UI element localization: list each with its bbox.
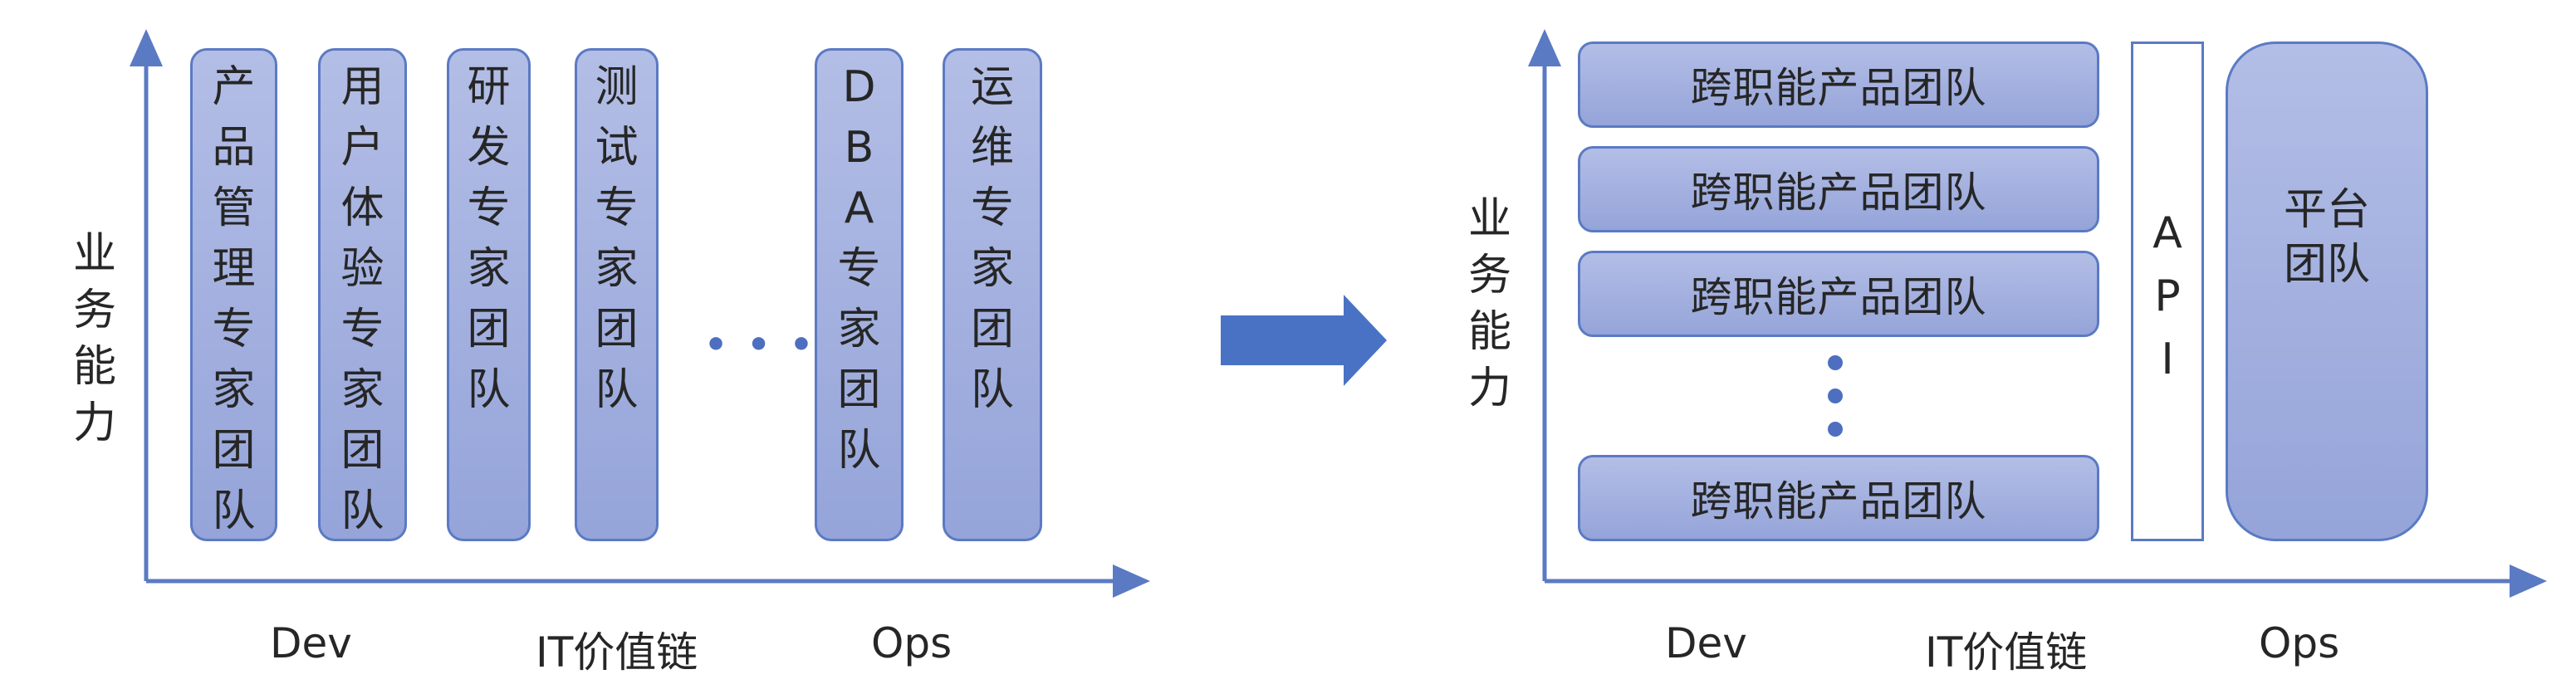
cross-functional-team-box: 跨职能产品团队 (1578, 251, 2099, 337)
team-box-ops: 运维专家团队 (943, 48, 1042, 541)
team-label-char: 维 (970, 123, 1014, 173)
team-label-char: D (842, 62, 876, 112)
team-label-char: 家 (837, 305, 881, 354)
team-label-char: A (844, 183, 874, 233)
team-label-char: 专 (340, 305, 384, 354)
left-y-axis-label-char-2: 能 (73, 342, 117, 392)
team-label-char: 团 (970, 305, 1014, 354)
team-label-char: 品 (212, 123, 256, 173)
left-y-axis-label-char-0: 业 (73, 229, 117, 279)
team-label-char: 户 (340, 123, 384, 173)
team-label-char: 团 (595, 305, 639, 354)
platform-team-line-1: 平台 (2283, 185, 2370, 235)
team-label: 测试专家团队 (595, 57, 638, 421)
team-label: 用户体验专家团队 (340, 57, 384, 542)
team-label-char: 队 (340, 486, 384, 536)
left-y-axis-label-char-3: 力 (73, 398, 117, 448)
cross-functional-team-box: 跨职能产品团队 (1578, 146, 2099, 232)
team-label-char: 理 (212, 244, 256, 294)
cross-functional-team-box: 跨职能产品团队 (1578, 455, 2099, 541)
left-ellipsis: • • • (704, 324, 817, 366)
left-y-axis-label: 业 务 能 力 (73, 226, 116, 452)
team-label-char: 专 (837, 244, 881, 294)
right-x-label-center: IT价值链 (1925, 628, 2088, 677)
team-label-char: 发 (467, 123, 511, 173)
right-y-axis-label-char-0: 业 (1468, 194, 1512, 244)
team-label-char: 队 (212, 486, 256, 536)
right-x-label-dev: Dev (1665, 619, 1747, 667)
team-label: 产品管理专家团队 (212, 57, 255, 542)
team-label: 运维专家团队 (971, 57, 1014, 421)
vertical-ellipsis-dot (1828, 355, 1843, 370)
api-layer-box: A P I (2131, 42, 2204, 541)
team-box-product-mgmt: 产品管理专家团队 (190, 48, 277, 541)
team-label-char: 队 (467, 365, 511, 415)
team-label-char: 运 (970, 62, 1014, 112)
right-y-axis-label-char-1: 务 (1468, 251, 1512, 301)
team-label-char: 队 (837, 426, 881, 476)
left-y-axis-label-char-1: 务 (73, 286, 117, 335)
team-box-qa: 测试专家团队 (575, 48, 659, 541)
team-box-ux: 用户体验专家团队 (318, 48, 407, 541)
api-label-char-0: A (2152, 208, 2182, 258)
vertical-ellipsis-dot (1828, 422, 1843, 437)
team-label-char: 家 (595, 244, 639, 294)
team-label: 研发专家团队 (467, 57, 510, 421)
team-label-char: 产 (212, 62, 256, 112)
team-label-char: 家 (970, 244, 1014, 294)
api-label-char-2: I (2161, 335, 2174, 384)
team-label-char: 用 (340, 62, 384, 112)
right-x-label-ops: Ops (2259, 619, 2340, 667)
platform-team-line-2: 团队 (2283, 240, 2370, 290)
api-label-char-1: P (2154, 271, 2181, 321)
cross-functional-team-box: 跨职能产品团队 (1578, 42, 2099, 128)
team-label-char: 研 (467, 62, 511, 112)
team-label-char: 队 (970, 365, 1014, 415)
right-y-axis-label: 业 务 能 力 (1468, 191, 1511, 417)
team-label-char: 专 (212, 305, 256, 354)
team-label-char: 专 (970, 183, 1014, 233)
team-label-char: 专 (467, 183, 511, 233)
team-label-char: 团 (837, 365, 881, 415)
team-label-char: B (844, 123, 874, 173)
right-y-axis-label-char-2: 能 (1468, 307, 1512, 357)
team-box-rd: 研发专家团队 (447, 48, 531, 541)
team-label-char: 专 (595, 183, 639, 233)
team-label-char: 体 (340, 183, 384, 233)
left-x-label-ops: Ops (871, 619, 953, 667)
left-x-label-dev: Dev (270, 619, 352, 667)
left-x-label-center: IT价值链 (536, 628, 698, 677)
team-label-char: 队 (595, 365, 639, 415)
team-label-char: 管 (212, 183, 256, 233)
team-label-char: 测 (595, 62, 639, 112)
vertical-ellipsis-dot (1828, 388, 1843, 403)
team-label-char: 试 (595, 123, 639, 173)
team-label-char: 团 (340, 426, 384, 476)
team-label-char: 家 (212, 365, 256, 415)
team-label-char: 家 (467, 244, 511, 294)
team-label-char: 家 (340, 365, 384, 415)
team-label-char: 验 (340, 244, 384, 294)
team-label-char: 团 (212, 426, 256, 476)
transition-arrow (1221, 295, 1387, 386)
platform-team-box: 平台 团队 (2226, 42, 2428, 541)
team-label-char: 团 (467, 305, 511, 354)
right-y-axis-label-char-3: 力 (1468, 364, 1512, 413)
